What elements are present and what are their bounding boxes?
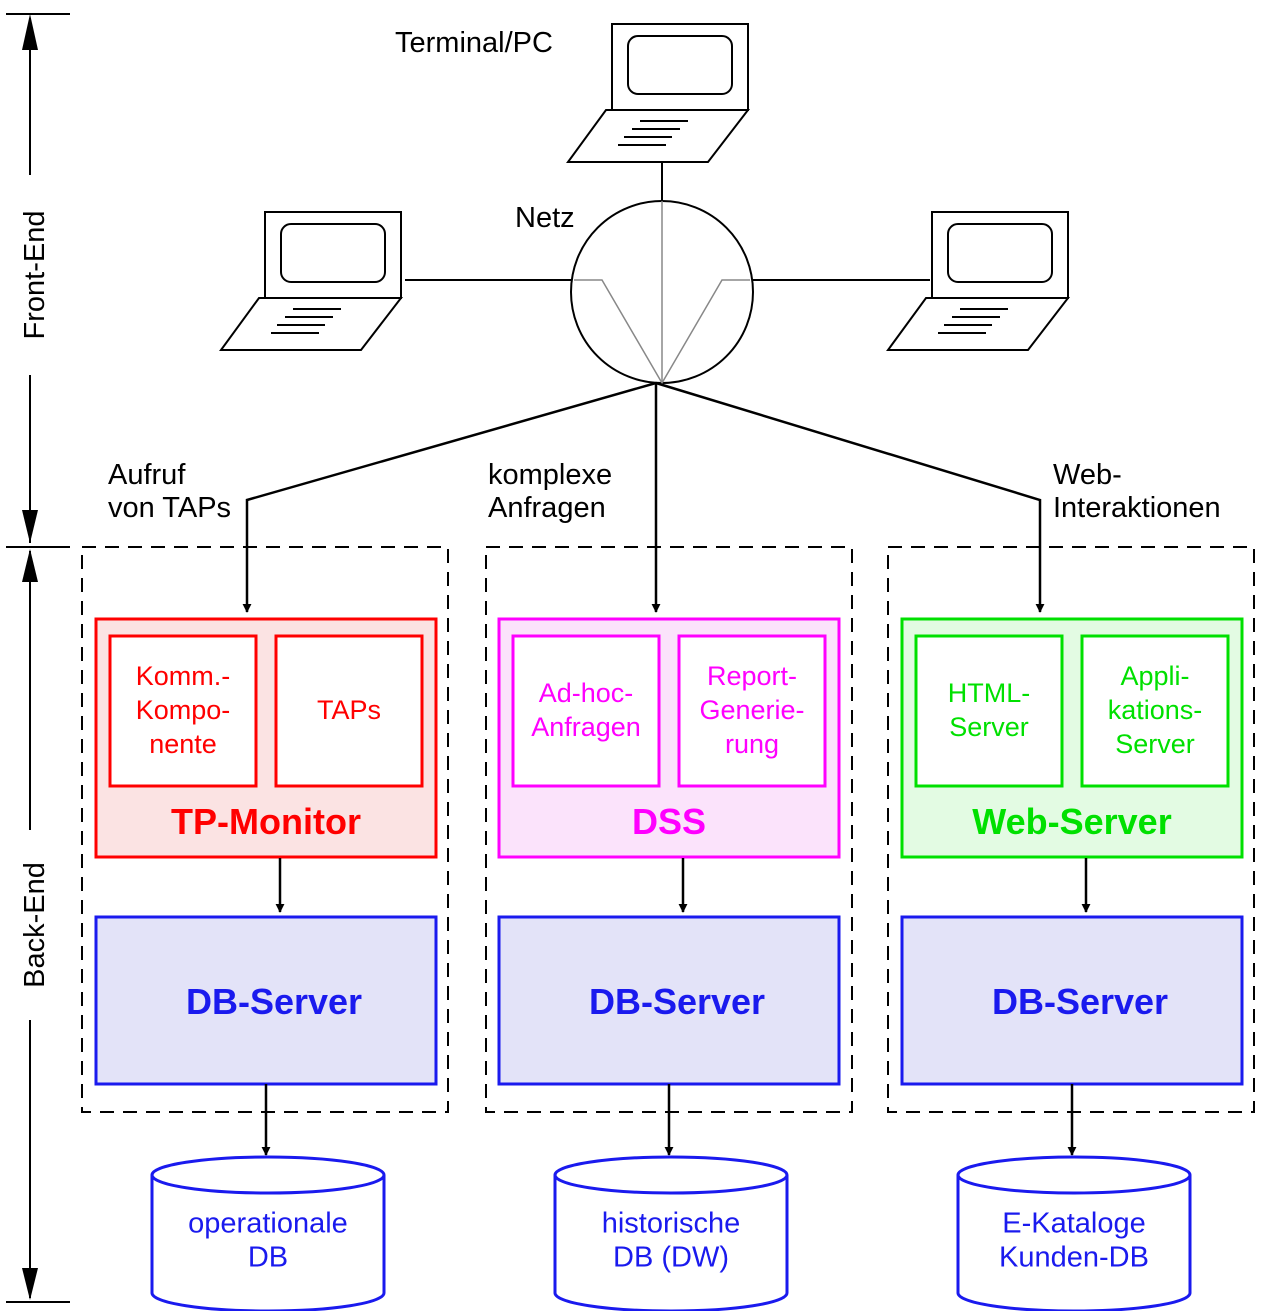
- call-label: Interaktionen: [1053, 492, 1221, 524]
- call-label: von TAPs: [108, 492, 231, 524]
- call-label: Web-: [1053, 459, 1122, 491]
- component-box: [511, 634, 661, 788]
- component-label: Server: [1115, 729, 1195, 759]
- database-label: DB (DW): [613, 1242, 729, 1274]
- laptop-icon: [219, 211, 404, 351]
- component-label: Server: [949, 712, 1029, 742]
- db-server-box: [900, 915, 1244, 1086]
- component-label: kations-: [1108, 695, 1203, 725]
- component-label: HTML-: [948, 678, 1031, 708]
- application-server-title: DSS: [632, 801, 706, 842]
- db-server-title: DB-Server: [992, 981, 1168, 1022]
- network-area: Terminal/PC Netz: [219, 23, 1071, 613]
- server-column: komplexeAnfragenAd-hoc-AnfragenReport-Ge…: [485, 459, 853, 1311]
- component-label: Report-: [707, 661, 797, 691]
- database-label: historische: [602, 1208, 741, 1240]
- component-label: nente: [149, 729, 217, 759]
- terminal-label: Terminal/PC: [395, 27, 553, 59]
- net-label: Netz: [515, 202, 575, 234]
- back-end-label: Back-End: [19, 862, 51, 988]
- db-server-title: DB-Server: [589, 981, 765, 1022]
- database-label: operationale: [188, 1208, 348, 1240]
- db-server-title: DB-Server: [186, 981, 362, 1022]
- component-label: Appli-: [1120, 661, 1189, 691]
- database-label: Kunden-DB: [999, 1242, 1149, 1274]
- database-label: DB: [248, 1242, 288, 1274]
- application-server-title: TP-Monitor: [171, 801, 361, 842]
- component-box: [1080, 634, 1230, 788]
- front-back-axis: Front-End Back-End: [6, 13, 70, 1303]
- component-label: Ad-hoc-: [539, 678, 634, 708]
- db-server-box: [497, 915, 841, 1086]
- component-box: [274, 634, 424, 788]
- application-server-box: HTML- Server Appli-kations- ServerWeb-Serve…: [900, 617, 1244, 859]
- laptop-icon: [886, 211, 1071, 351]
- component-box: [108, 634, 258, 788]
- component-box: [914, 634, 1064, 788]
- component-label: Kompo-: [136, 695, 231, 725]
- component-label: Komm.-: [136, 661, 231, 691]
- component-label: rung: [725, 729, 779, 759]
- database-label: E-Kataloge: [1002, 1208, 1146, 1240]
- call-label: Aufruf: [108, 459, 186, 491]
- call-label: Anfragen: [488, 492, 606, 524]
- component-box: [677, 634, 827, 788]
- call-label: komplexe: [488, 459, 612, 491]
- component-label: Anfragen: [531, 712, 641, 742]
- component-label: TAPs: [317, 695, 381, 725]
- component-label: Generie-: [699, 695, 804, 725]
- laptop-icon: [566, 23, 751, 163]
- network-globe-icon: [570, 200, 754, 385]
- application-server-title: Web-Server: [972, 801, 1171, 842]
- front-end-label: Front-End: [19, 211, 51, 340]
- db-server-box: [94, 915, 438, 1086]
